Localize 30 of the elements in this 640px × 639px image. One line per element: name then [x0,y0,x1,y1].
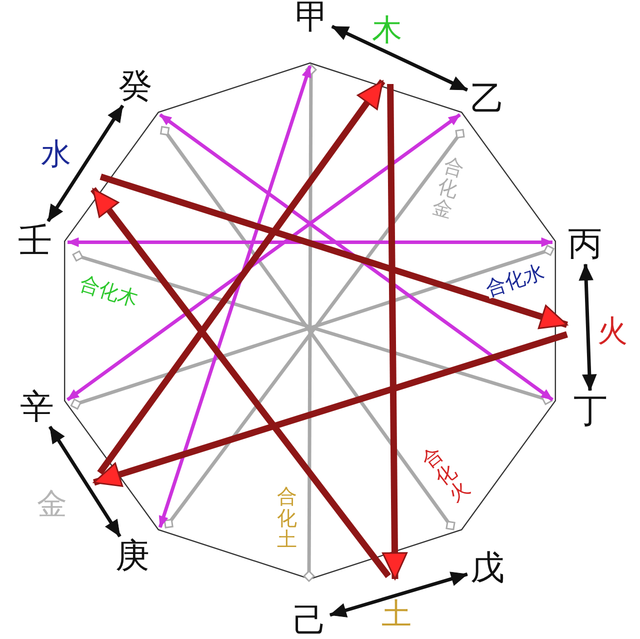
element-label: 火 [597,316,628,347]
diamond-ended-line [303,64,317,582]
stem-label: 己 [293,604,327,638]
stem-label: 壬 [18,224,52,258]
double-headed-arrow [67,237,553,247]
double-headed-arrow [331,24,468,92]
stem-label: 丁 [574,394,608,428]
stem-label: 乙 [470,82,504,116]
double-headed-arrow [158,65,312,528]
element-label: 水 [40,140,71,170]
double-headed-arrow [48,426,122,538]
element-label: 土 [382,600,412,630]
stem-label: 戊 [470,551,504,586]
arrow [90,187,391,578]
double-headed-arrow [66,113,461,402]
double-headed-arrow [159,113,554,402]
double-headed-arrow [46,104,124,222]
stem-label: 庚 [116,539,150,574]
element-label: 木 [372,16,402,46]
arrow [100,174,568,330]
double-headed-arrow [578,264,597,391]
stem-label: 癸 [118,68,153,103]
element-label: 金 [36,490,67,520]
double-headed-arrow [330,572,468,618]
arrow [93,331,568,487]
arrow [382,84,408,580]
stem-label: 甲 [295,0,329,34]
stem-label: 辛 [20,390,54,424]
stem-label: 丙 [568,227,602,262]
arrow [97,79,386,475]
